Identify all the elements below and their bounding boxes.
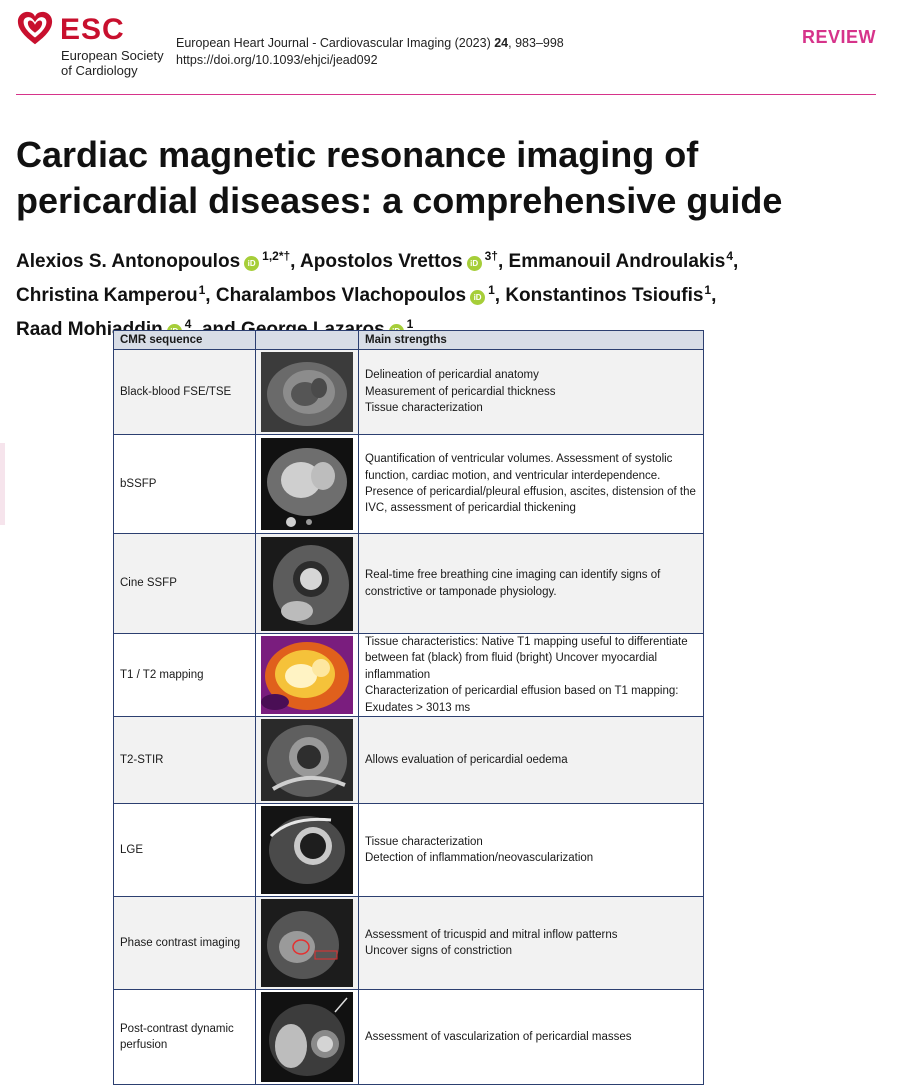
author-name: Charalambos Vlachopoulos [215,285,467,306]
journal-name: European Heart Journal - Cardiovascular … [176,36,495,50]
image-cell [255,632,359,718]
esc-logo: ESC European Society of Cardiology [16,10,176,82]
sequence-cell: Phase contrast imaging [113,896,256,991]
author-affiliation: 1 [406,317,414,331]
table-row: T1 / T2 mapping Tissue characteristics: … [113,632,704,718]
author-name: Christina Kamperou [16,285,198,306]
sequence-cell: bSSFP [113,434,256,534]
doi-link[interactable]: https://doi.org/10.1093/ehjci/jead092 [176,53,378,67]
column-header-image [255,330,359,350]
strengths-cell: Tissue characterization Detection of inf… [358,803,704,898]
image-cell [255,434,359,534]
article-type-label: REVIEW [801,27,876,47]
orcid-icon[interactable]: iD [244,256,260,271]
strengths-cell: Delineation of pericardial anatomy Measu… [358,349,704,435]
esc-wordmark: ESC [60,13,125,46]
t2-stir-image [261,719,353,802]
sequence-cell: LGE [113,803,256,898]
table-row: Cine SSFP Real-time free breathing cine … [113,533,704,634]
journal-line: European Heart Journal - Cardiovascular … [176,35,564,52]
image-cell [255,803,359,898]
author-separator: , [494,285,506,306]
author-name: Alexios S. Antonopoulos [16,251,241,272]
table-row: Post-contrast dynamic perfusion Assessme… [113,989,704,1085]
author-separator: , [290,251,301,272]
table-row: Black-blood FSE/TSE Delineation of peric… [113,349,704,435]
sequence-cell: Black-blood FSE/TSE [113,349,256,435]
strengths-cell: Real-time free breathing cine imaging ca… [358,533,704,634]
journal-pages: , 983–998 [508,36,564,50]
sequence-cell: Post-contrast dynamic perfusion [113,989,256,1085]
column-header-sequence: CMR sequence [113,330,256,350]
page-header: ESC European Society of Cardiology Europ… [0,0,912,96]
author-separator: , [711,285,717,306]
image-cell [255,716,359,805]
heart-logo-icon [17,11,53,45]
cine-ssfp-image [261,536,353,631]
bssfp-image [261,438,353,530]
strengths-cell: Quantification of ventricular volumes. A… [358,434,704,534]
strengths-cell: Assessment of tricuspid and mitral inflo… [358,896,704,991]
table-row: Phase contrast imaging Assessment of tri… [113,896,704,991]
author-name: Emmanouil Androulakis [508,251,726,272]
author-name: Konstantinos Tsioufis [505,285,704,306]
strengths-cell: Assessment of vascularization of pericar… [358,989,704,1085]
author-affiliation: 1,2*† [262,249,291,263]
author-separator: , [205,285,216,306]
journal-citation: European Heart Journal - Cardiovascular … [176,35,564,69]
author-affiliation: 4 [726,249,733,263]
strengths-cell: Allows evaluation of pericardial oedema [358,716,704,805]
author-affiliation: 4 [184,317,192,331]
author-separator: , [497,251,509,272]
orcid-icon[interactable]: iD [466,256,482,271]
journal-volume: 24 [494,36,509,50]
sequence-cell: Cine SSFP [113,533,256,634]
author-name: Apostolos Vrettos [300,251,463,272]
lge-image [261,806,353,895]
strengths-cell: Tissue characteristics: Native T1 mappin… [358,632,704,718]
author-affiliation: 1 [704,283,712,297]
image-cell [255,533,359,634]
table-row: LGE Tissue characterization Detection of… [113,803,704,898]
esc-subtitle: European Society of Cardiology [61,48,164,78]
author-affiliation: 3† [484,249,498,263]
table-row: bSSFP Quantification of ventricular volu… [113,434,704,534]
perfusion-image [261,992,353,1083]
table-row: T2-STIR Allows evaluation of pericardial… [113,716,704,805]
author-separator: , [733,251,739,272]
header-divider [16,94,876,95]
sequence-cell: T2-STIR [113,716,256,805]
image-cell [255,349,359,435]
black-blood-image [261,352,353,432]
image-cell [255,896,359,991]
author-affiliation: 1 [198,283,206,297]
t1-t2-mapping-image [261,636,353,715]
column-header-strengths: Main strengths [358,330,704,350]
cmr-sequence-table: CMR sequence Main strengths Black-blood … [113,330,704,1085]
author-affiliation: 1 [488,283,495,297]
sequence-cell: T1 / T2 mapping [113,632,256,718]
margin-marker [0,443,5,525]
article-title: Cardiac magnetic resonance imaging of pe… [16,134,783,221]
orcid-icon[interactable]: iD [470,290,486,305]
phase-contrast-image [261,899,353,988]
table-header-row: CMR sequence Main strengths [113,330,704,350]
image-cell [255,989,359,1085]
